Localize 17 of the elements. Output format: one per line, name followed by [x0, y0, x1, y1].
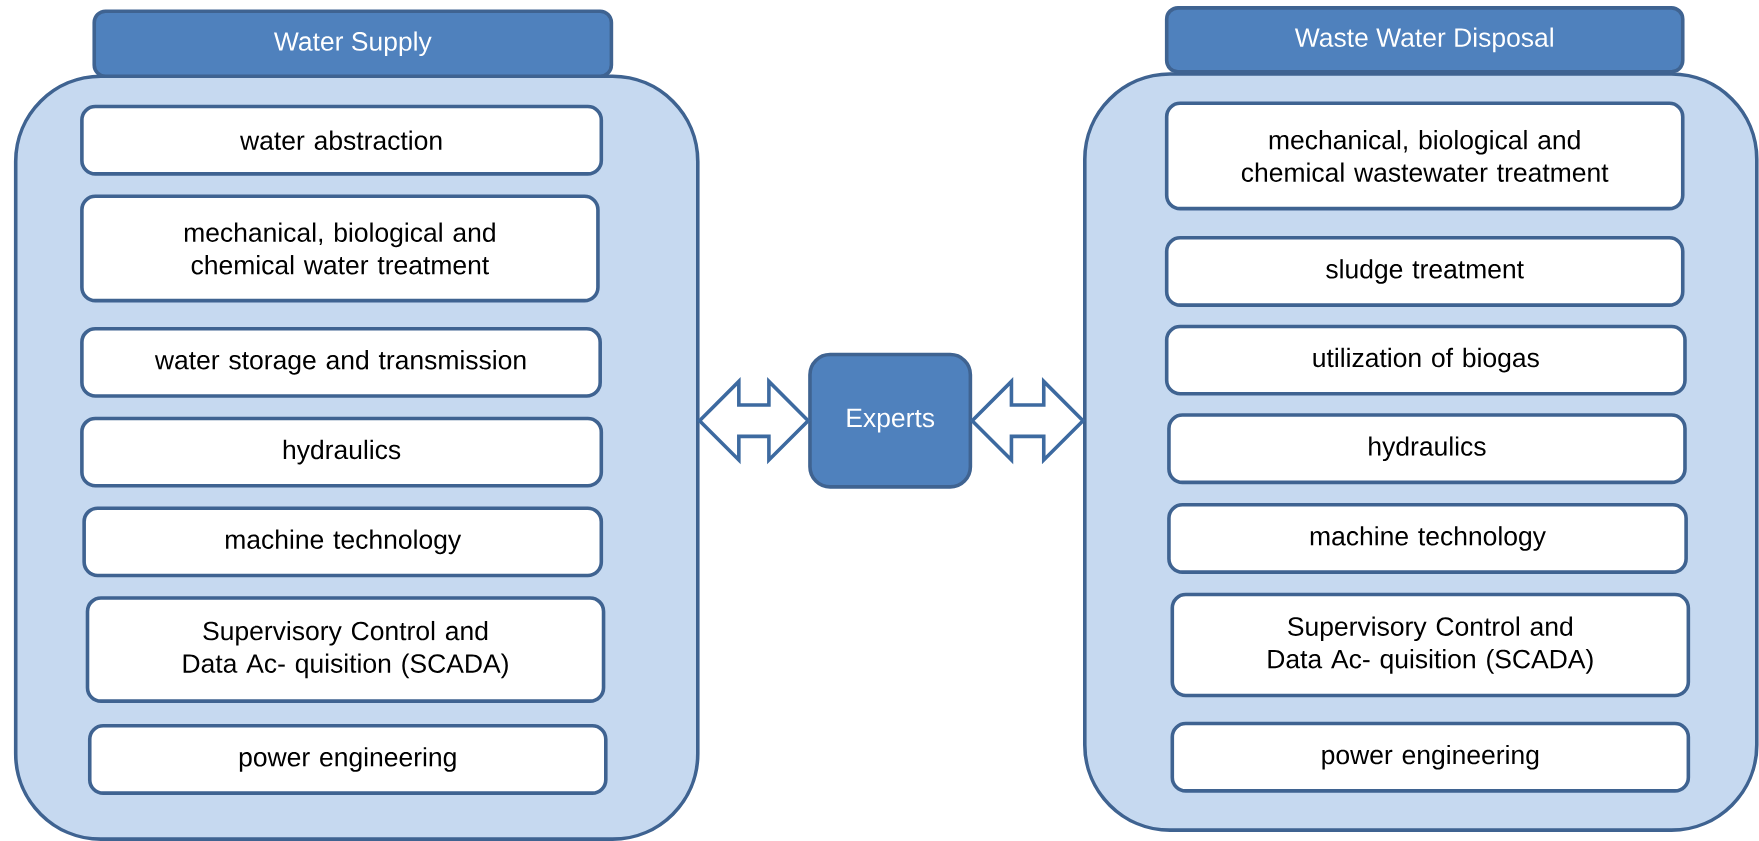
- topic-box: utilization of biogas: [1164, 324, 1687, 396]
- topic-box: sludge treatment: [1164, 235, 1685, 307]
- topic-box: water storage and transmission: [80, 326, 602, 398]
- topic-box: hydraulics: [1167, 413, 1687, 484]
- topic-box: mechanical, biological and chemical water treatment: [80, 194, 600, 303]
- topic-box: power engineering: [87, 723, 608, 795]
- topic-box: machine technology: [1167, 502, 1688, 574]
- topic-box: power engineering: [1170, 721, 1691, 793]
- topic-box: Supervisory Control and Data Ac- quisition (SCADA): [1170, 592, 1691, 698]
- node-label: Water Supply: [273, 31, 432, 56]
- topic-box: machine technology: [82, 506, 604, 578]
- topic-box: mechanical, biological and chemical wastewater treatment: [1164, 101, 1685, 211]
- expert-box: Experts: [808, 352, 973, 489]
- topic-box: water abstraction: [80, 104, 604, 176]
- topic-box: hydraulics: [80, 416, 604, 488]
- topic-box: Supervisory Control and Data Ac- quisition (SCADA): [85, 595, 606, 703]
- node-label: Waste Water Disposal: [1294, 27, 1553, 52]
